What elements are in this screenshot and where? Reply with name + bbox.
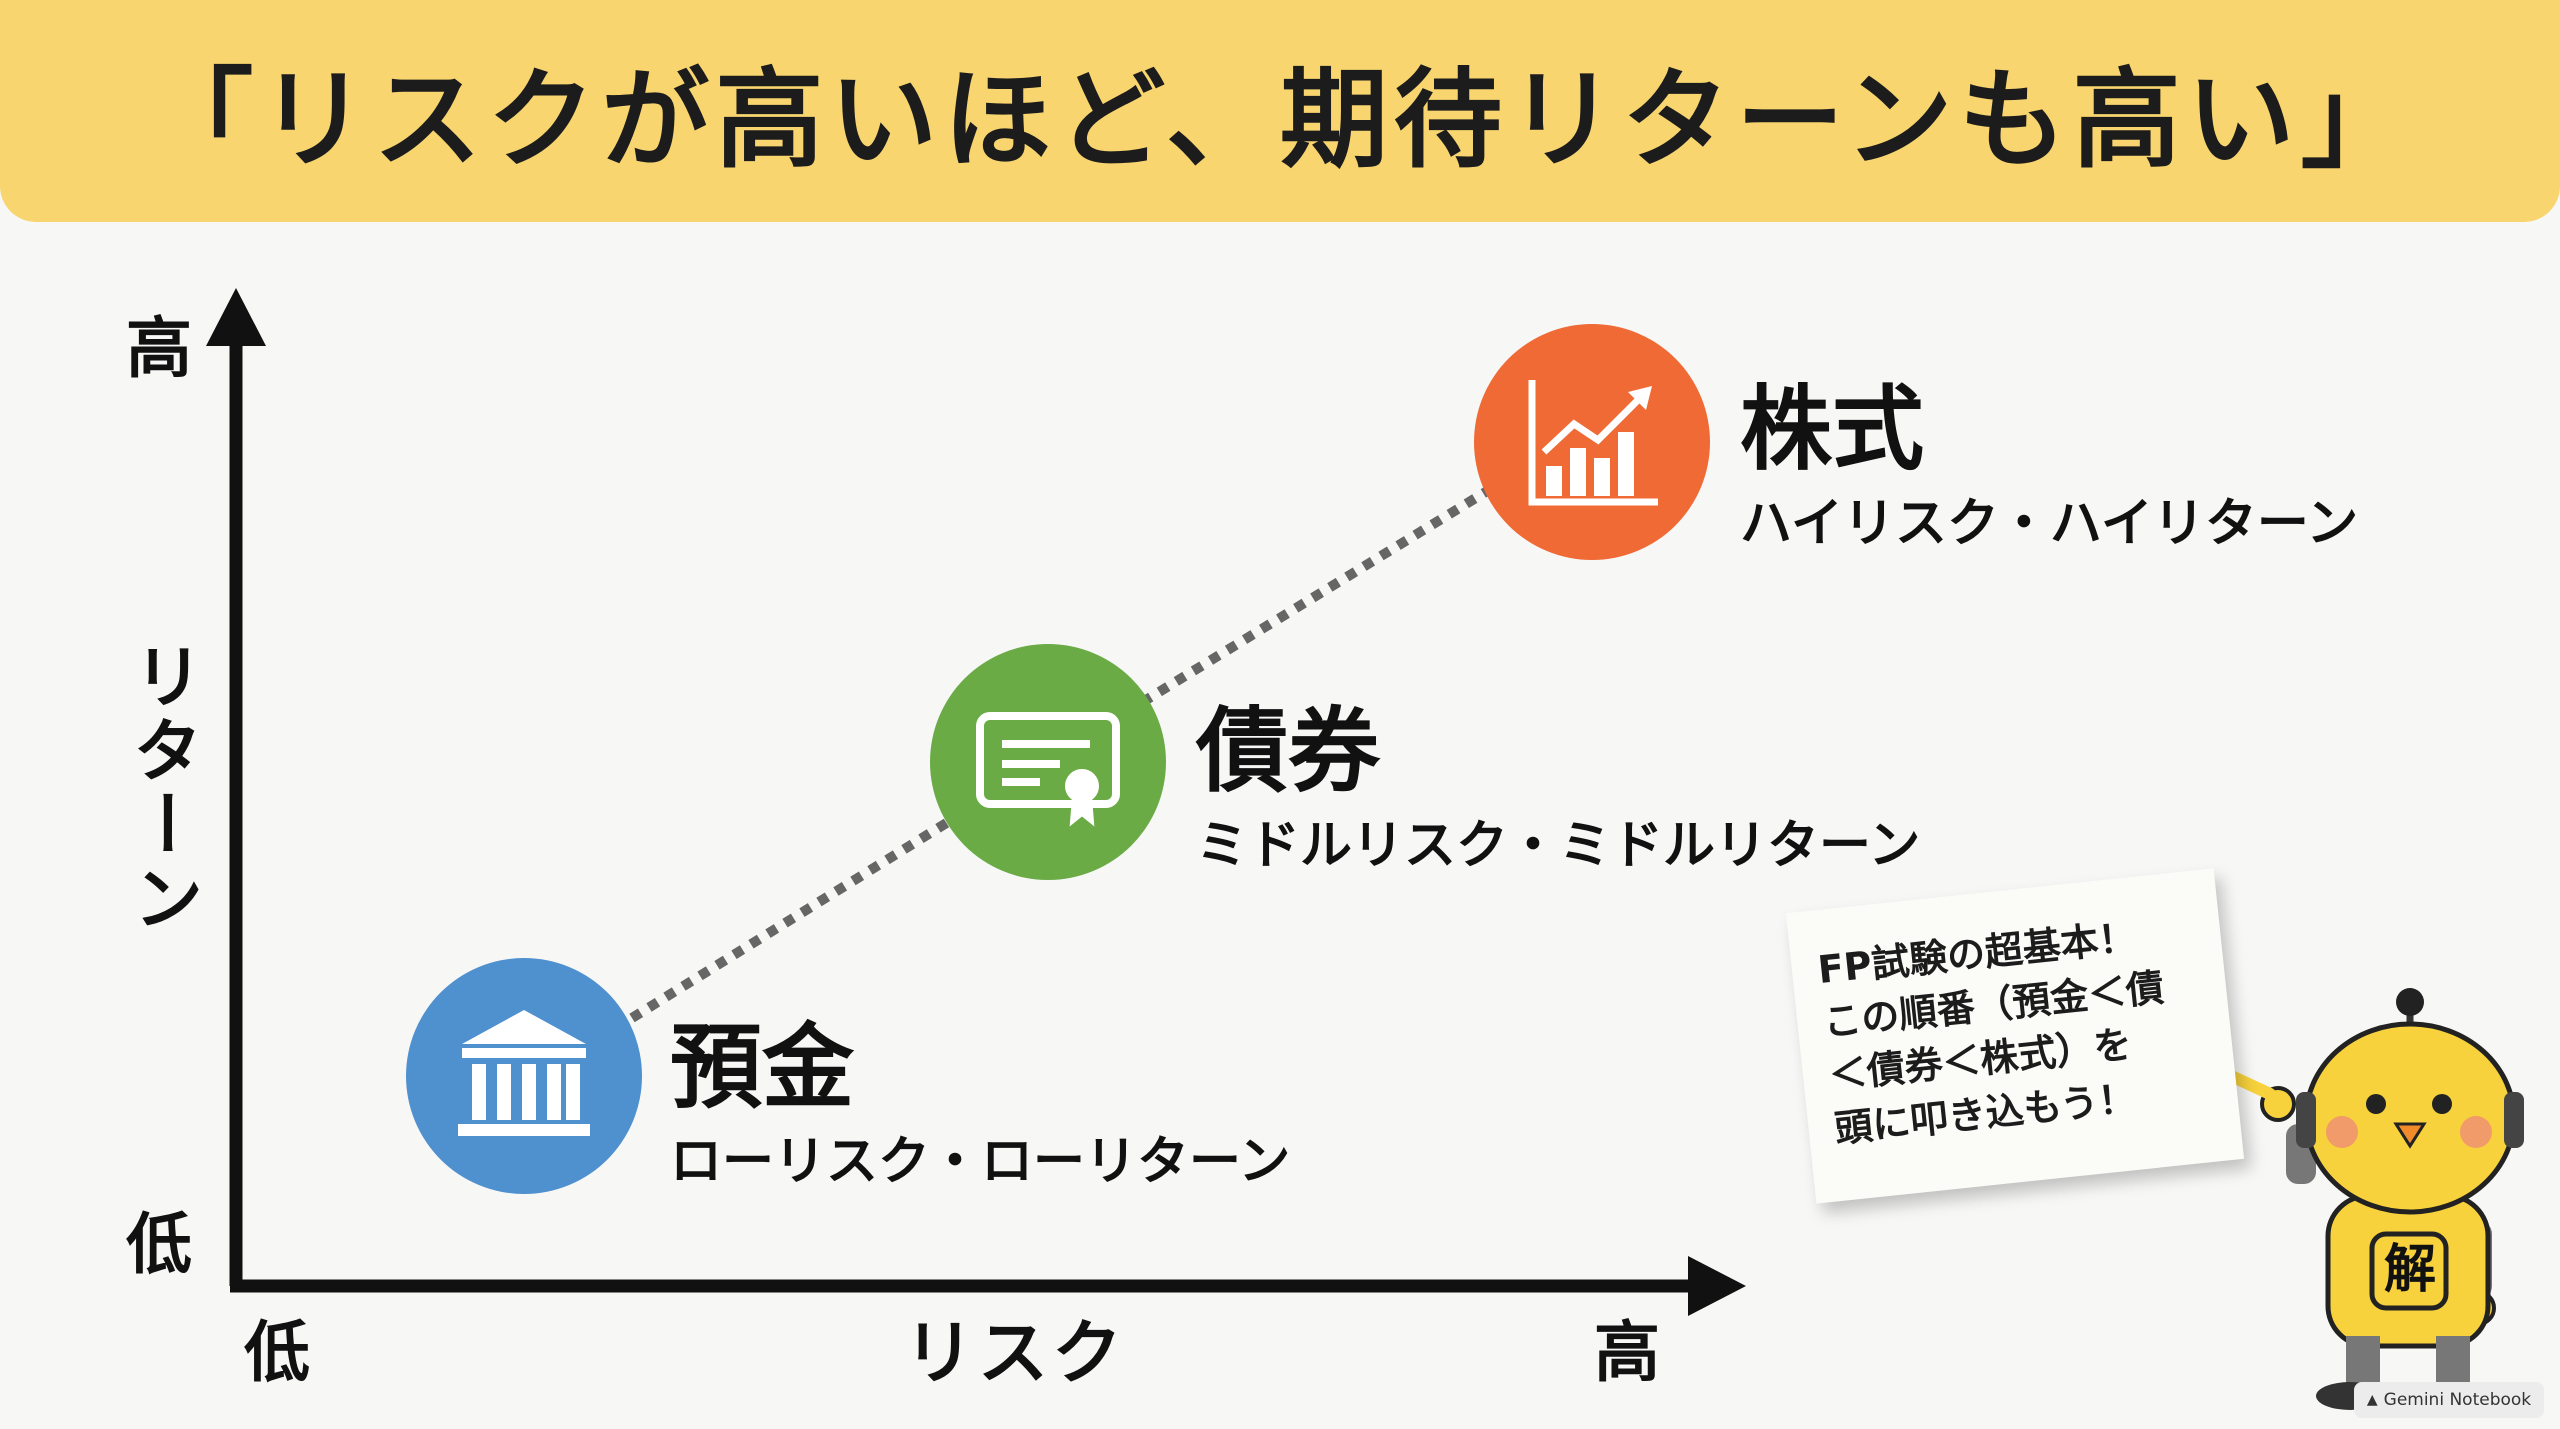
page-title: 「リスクが高いほど、期待リターンも高い」 [145, 58, 2415, 183]
watermark-text: Gemini Notebook [2383, 1390, 2532, 1410]
stock-name: 株式 [1740, 376, 1925, 483]
x-axis-title: リスク [904, 1312, 1126, 1394]
mascot-badge-text: 解 [2384, 1240, 2437, 1300]
bond-node [930, 644, 1166, 880]
stock-description: ハイリスク・ハイリターン [1740, 494, 2359, 554]
x-axis-low-label: 低 [244, 1314, 310, 1391]
notebook-icon: ▲ [2366, 1392, 2378, 1408]
robot-mascot [2208, 988, 2524, 1410]
stock-label-group: 株式 ハイリスク・ハイリターン [1740, 376, 2359, 554]
deposit-description: ローリスク・ローリターン [670, 1132, 1291, 1192]
deposit-label-group: 預金 ローリスク・ローリターン [670, 1014, 1291, 1192]
x-axis-arrowhead [1688, 1256, 1746, 1316]
y-axis-arrowhead [206, 288, 266, 346]
y-axis-high-label: 高 [126, 310, 192, 387]
y-axis-title: リターン [122, 640, 204, 936]
title-banner: 「リスクが高いほど、期待リターンも高い」 [0, 0, 2560, 222]
deposit-name: 預金 [670, 1014, 855, 1121]
bond-name: 債券 [1196, 698, 1381, 805]
certificate-icon [976, 712, 1120, 827]
bond-label-group: 債券 ミドルリスク・ミドルリターン [1196, 698, 1921, 876]
y-axis-low-label: 低 [126, 1206, 192, 1283]
bond-description: ミドルリスク・ミドルリターン [1196, 816, 1921, 876]
stock-node [1474, 324, 1710, 560]
bank-icon [458, 1010, 590, 1136]
tip-note: FP試験の超基本！ この順番（預金＜債 ＜債券＜株式）を 頭に叩き込もう！ [1785, 868, 2245, 1204]
deposit-node [406, 958, 642, 1194]
growth-chart-icon [1528, 380, 1658, 506]
watermark-badge: ▲ Gemini Notebook [2354, 1382, 2544, 1418]
x-axis-high-label: 高 [1594, 1314, 1660, 1391]
